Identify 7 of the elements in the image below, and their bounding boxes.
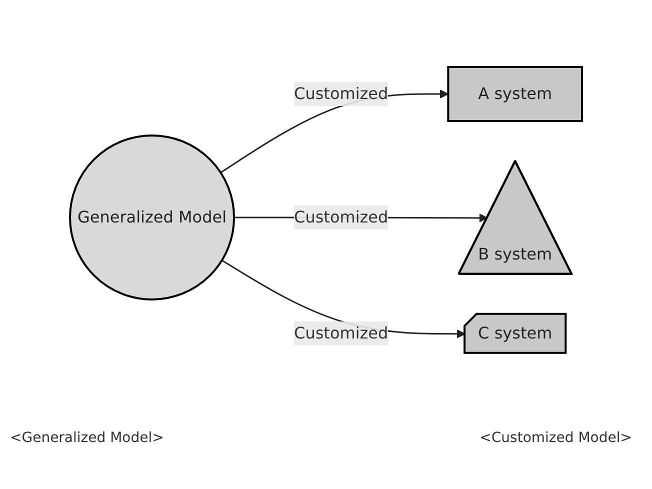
caption-text: <Generalized Model> <box>10 430 164 446</box>
edge-label: Customized <box>294 323 388 342</box>
caption-text: <Customized Model> <box>480 430 632 446</box>
edge-label: Customized <box>294 84 388 104</box>
node-circle: Generalized Model <box>68 134 235 301</box>
edge-label: Customized <box>294 208 388 226</box>
node-box: A system <box>447 66 584 122</box>
